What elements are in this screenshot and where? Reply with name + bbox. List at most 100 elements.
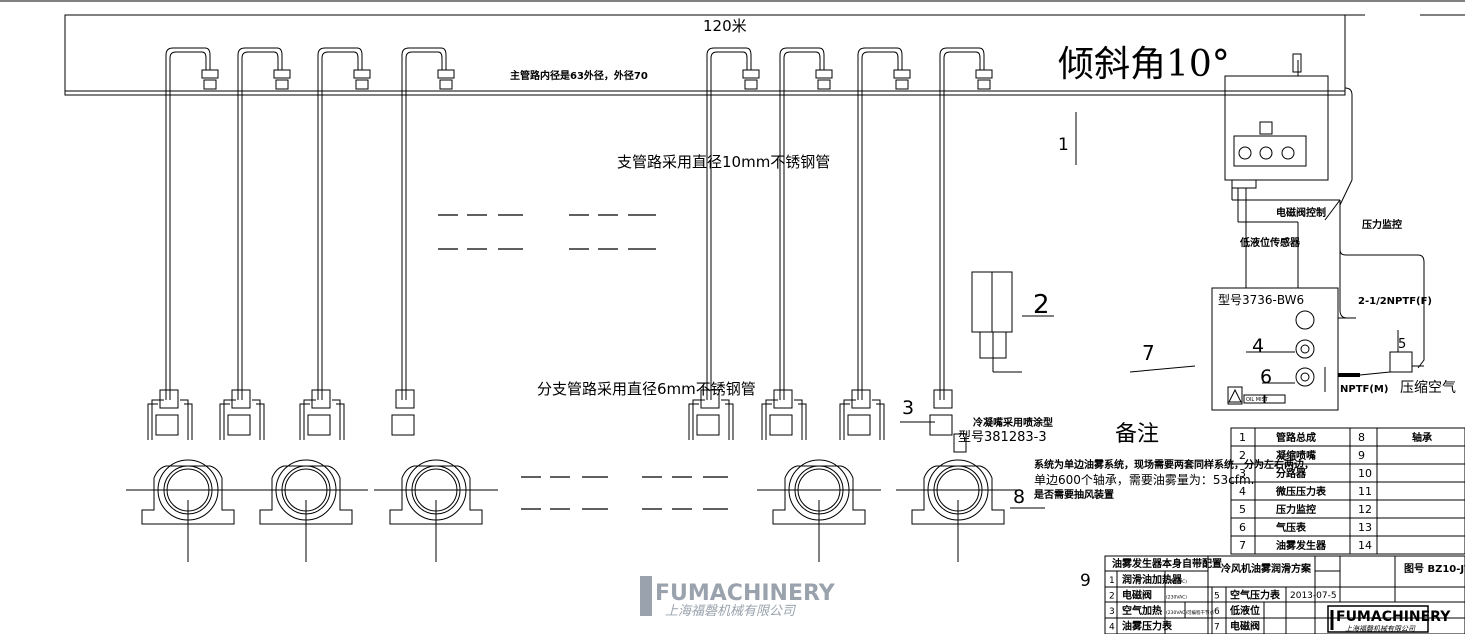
watermark-company: 上海福磬机械有限公司: [665, 604, 797, 619]
tb-row-no: 2: [1109, 592, 1115, 602]
legend-no-2: 12: [1358, 503, 1372, 516]
branch-1: [147, 47, 219, 440]
pressure-monitor-label: 压力监控: [1362, 218, 1402, 231]
nozzle-note-1: 冷凝嘴采用喷涂型: [973, 416, 1053, 429]
control-tag: OIL MIST: [1246, 397, 1269, 403]
branch-4: [391, 47, 455, 436]
callout-5: 5: [1398, 337, 1406, 352]
legend-no: 2: [1239, 449, 1246, 462]
nozzle-note-2: 型号381283-3: [958, 430, 1047, 445]
legend-no-2: 11: [1358, 485, 1372, 498]
title-block: [1104, 555, 1465, 634]
legend-no-2: 8: [1358, 431, 1365, 444]
legend-item: 分路器: [1276, 467, 1307, 480]
main-pipe-note: 主管路内径是63外径，外径70: [510, 69, 648, 82]
sub-branch-note: 分支管路采用直径6mm不锈钢管: [537, 380, 756, 398]
callout-8: 8: [1013, 486, 1025, 508]
control-box: [1224, 53, 1425, 369]
legend-item: 微压压力表: [1275, 485, 1327, 498]
legend-item: 压力监控: [1276, 503, 1316, 516]
npt-in-label: 2-1/2NPTF(F): [1358, 296, 1432, 307]
legend-item: 凝缩喷嘴: [1276, 449, 1316, 462]
bearing-2: [244, 459, 368, 562]
tb-row-no: 3: [1109, 607, 1115, 617]
branch-7: [839, 47, 911, 440]
tb-project: 冷风机油雾润滑方案: [1221, 562, 1312, 575]
system-note-3: 是否需要抽风装置: [1033, 488, 1114, 501]
watermark-brand: FUMACHINERY: [655, 581, 836, 606]
callout-6: 6: [1260, 366, 1272, 388]
tb-row-no: 1: [1109, 576, 1115, 586]
branch-6: [761, 47, 833, 440]
tb-row-item-2: 低液位: [1229, 604, 1260, 617]
tb-row-spec: (230VAC): [1166, 579, 1187, 585]
tb-row-item: 润滑油加热器: [1122, 573, 1183, 586]
bearing-1: [126, 459, 250, 562]
nozzle-8: [953, 433, 967, 453]
legend-no: 4: [1239, 485, 1246, 498]
tb-row-extra: 可编程干节点: [1187, 609, 1214, 616]
length-label: 120米: [703, 17, 747, 35]
legend-no: 3: [1239, 467, 1246, 480]
callout-9: 9: [1080, 571, 1091, 591]
tb-row-spec: (230VAC): [1166, 610, 1187, 616]
bearing-5: [896, 459, 1020, 562]
legend-no-2: 10: [1358, 467, 1372, 480]
gap-markers: [438, 214, 728, 510]
branch-pipes: [147, 47, 993, 453]
tb-drawing-no: 图号 BZ10-JT: [1404, 563, 1465, 575]
callout-2: 2: [1033, 290, 1050, 320]
bearing-3: [374, 459, 498, 562]
stamp-company: 上海福磬机械有限公司: [1345, 625, 1416, 633]
tb-row-no-2: 5: [1214, 592, 1220, 602]
tb-row-item-2: 电磁阀: [1230, 620, 1260, 633]
company-stamp: [1327, 605, 1429, 633]
bearings: [126, 459, 1020, 562]
branch-2: [219, 47, 291, 440]
callout-7: 7: [1142, 341, 1155, 365]
system-note-1: 系统为单边油雾系统，现场需要两套同样系统，分为左右两边，: [1034, 458, 1314, 471]
nozzle-detail: [971, 271, 1022, 373]
system-note-2: 单边600个轴承，需要油雾量为：53cfm.: [1034, 472, 1255, 487]
legend-item: 油雾发生器: [1276, 539, 1327, 552]
tb-row-no: 4: [1109, 623, 1115, 633]
tb-row-item: 油雾压力表: [1122, 620, 1173, 633]
tb-row-no-2: 6: [1214, 607, 1220, 617]
legend-item-2: 轴承: [1412, 431, 1432, 444]
low-level-sensor-label: 低液位传感器: [1239, 236, 1301, 249]
branch-8: [929, 47, 993, 436]
compressed-air-label: 压缩空气: [1400, 380, 1456, 396]
legend-no: 7: [1239, 539, 1246, 552]
callout-1: 1: [1058, 135, 1069, 155]
legend-no: 6: [1239, 521, 1246, 534]
branch-3: [299, 47, 371, 440]
stamp-brand: FUMACHINERY: [1336, 609, 1451, 625]
legend-no: 1: [1239, 431, 1246, 444]
legend-item: 管路总成: [1276, 431, 1316, 444]
tb-row-item-2: 空气压力表: [1230, 589, 1281, 602]
oil-mist-generator: [1211, 287, 1424, 411]
watermark-logo: [640, 576, 652, 616]
legend-no-2: 13: [1358, 521, 1372, 534]
legend-no: 5: [1239, 503, 1246, 516]
legend-item: 气压表: [1275, 521, 1307, 534]
bearing-4: [757, 459, 881, 562]
legend-no-2: 9: [1358, 449, 1365, 462]
tilt-angle-label: 倾斜角10°: [1058, 44, 1230, 85]
npt-air-label: NPTF(M): [1340, 384, 1388, 395]
tb-row-no-2: 7: [1214, 623, 1220, 633]
tb-row-item: 空气加热: [1122, 604, 1162, 617]
solenoid-valve-label: 电磁阀控制: [1276, 206, 1326, 219]
tb-row-item: 电磁阀: [1122, 589, 1152, 602]
legend-no-2: 14: [1358, 539, 1372, 552]
tb-row-spec: (230VAC): [1166, 595, 1187, 601]
generator-model: 型号3736-BW6: [1218, 293, 1304, 307]
legend-table: [1230, 427, 1465, 555]
branch-5: [688, 47, 760, 440]
branch-pipe-note: 支管路采用直径10mm不锈钢管: [617, 153, 830, 171]
remark-label: 备注: [1115, 422, 1159, 447]
tb-date: 2013-07-5: [1290, 591, 1337, 601]
tb-header-left: 油雾发生器本身自带配置: [1112, 557, 1222, 570]
callout-4: 4: [1252, 335, 1264, 357]
